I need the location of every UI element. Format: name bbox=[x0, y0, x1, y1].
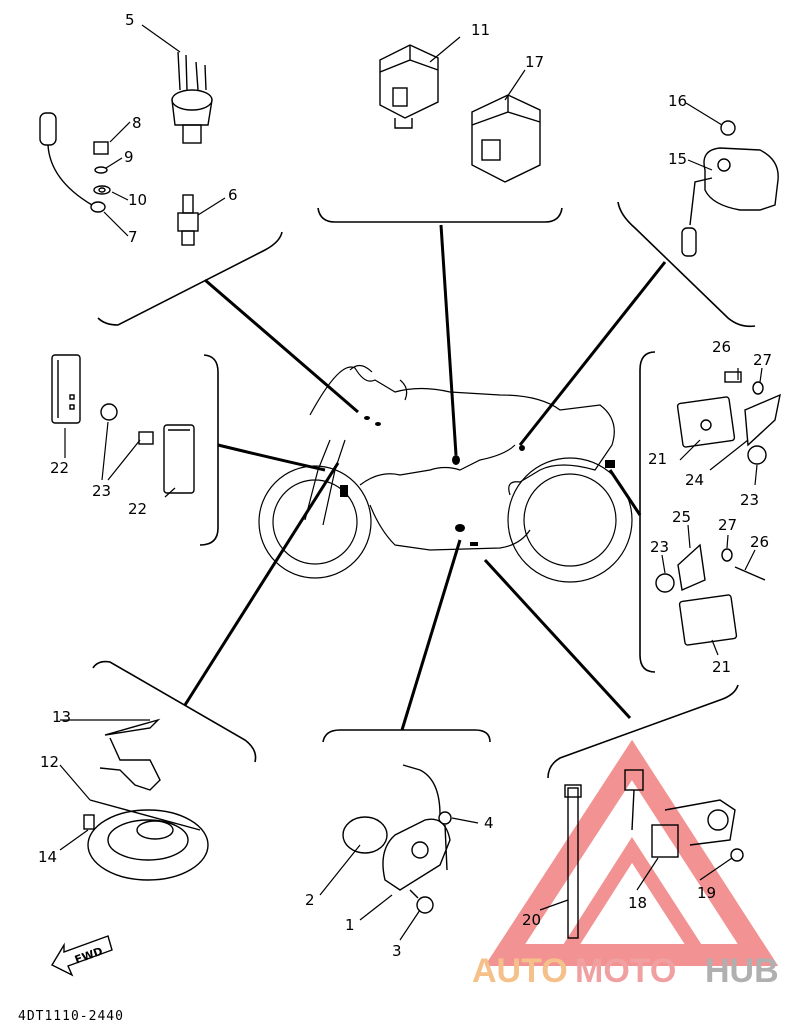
callout-21a: 21 bbox=[648, 450, 667, 468]
part-22-23-drawing bbox=[51, 354, 195, 494]
callout-26b: 26 bbox=[750, 533, 769, 551]
callout-5: 5 bbox=[125, 11, 135, 29]
callout-23c: 23 bbox=[650, 538, 669, 556]
part-11-drawing bbox=[379, 44, 439, 129]
part-7-10-drawing bbox=[39, 112, 111, 213]
forward-arrow-icon: FWD bbox=[51, 935, 113, 977]
callout-27a: 27 bbox=[753, 351, 772, 369]
callout-leaders bbox=[59, 24, 763, 941]
callout-3: 3 bbox=[392, 942, 402, 960]
callout-11: 11 bbox=[471, 21, 490, 39]
part-17-drawing bbox=[471, 94, 541, 183]
bike-markers bbox=[340, 416, 615, 546]
part-6-drawing bbox=[177, 194, 199, 246]
group-leaders bbox=[183, 224, 667, 731]
callout-16: 16 bbox=[668, 92, 687, 110]
callout-21b: 21 bbox=[712, 658, 731, 676]
callout-23b: 23 bbox=[740, 491, 759, 509]
callout-22a: 22 bbox=[50, 459, 69, 477]
callout-15: 15 bbox=[668, 150, 687, 168]
watermark-text: AUTO MOTO HUB bbox=[472, 952, 779, 990]
callout-19: 19 bbox=[697, 884, 716, 902]
callout-25: 25 bbox=[672, 508, 691, 526]
part-1-4-drawing bbox=[342, 764, 452, 914]
watermark-logo bbox=[484, 739, 779, 966]
part-5-drawing bbox=[171, 51, 213, 144]
watermark-moto: MOTO bbox=[575, 952, 676, 990]
callout-27b: 27 bbox=[718, 516, 737, 534]
motorcycle-outline bbox=[258, 364, 633, 583]
callout-9: 9 bbox=[124, 148, 134, 166]
callout-20: 20 bbox=[522, 911, 541, 929]
diagram-code: 4DT1110-2440 bbox=[18, 1009, 124, 1024]
callout-10: 10 bbox=[128, 191, 147, 209]
callout-8: 8 bbox=[132, 114, 142, 132]
callout-18: 18 bbox=[628, 894, 647, 912]
callout-6: 6 bbox=[228, 186, 238, 204]
watermark-hub: HUB bbox=[705, 952, 779, 990]
callout-22b: 22 bbox=[128, 500, 147, 518]
callout-13: 13 bbox=[52, 708, 71, 726]
callout-24: 24 bbox=[685, 471, 704, 489]
callout-17: 17 bbox=[525, 53, 544, 71]
callout-7: 7 bbox=[128, 228, 138, 246]
callout-26a: 26 bbox=[712, 338, 731, 356]
part-15-16-drawing bbox=[681, 120, 779, 257]
callout-1: 1 bbox=[345, 916, 355, 934]
callout-4: 4 bbox=[484, 814, 494, 832]
callout-2: 2 bbox=[305, 891, 315, 909]
part-12-14-drawing bbox=[83, 718, 209, 881]
watermark-auto: AUTO bbox=[472, 952, 568, 990]
part-21-27-drawing bbox=[655, 371, 781, 646]
part-18-20-drawing bbox=[564, 769, 744, 939]
callout-12: 12 bbox=[40, 753, 59, 771]
callout-23a: 23 bbox=[92, 482, 111, 500]
callout-labels: 5 11 17 16 15 8 9 10 7 6 22 23 22 26 27 … bbox=[38, 11, 772, 960]
callout-14: 14 bbox=[38, 848, 57, 866]
